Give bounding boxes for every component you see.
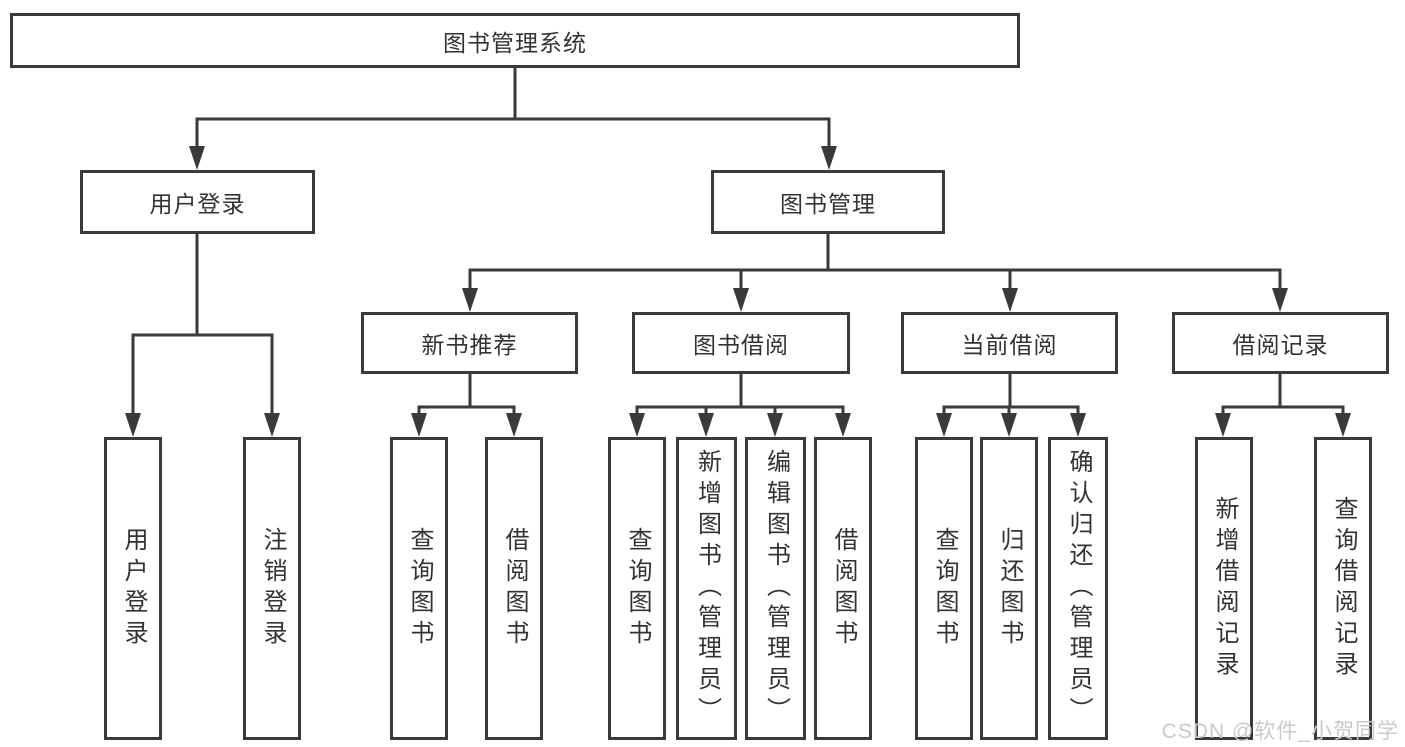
- node-label: 借阅图书: [830, 526, 857, 651]
- csdn-watermark: CSDN @软件_小贺同学: [1161, 720, 1399, 743]
- arrow-down-icon: [733, 288, 749, 312]
- arrow-down-icon: [767, 413, 783, 437]
- leaf-logout: 注销登录: [243, 437, 301, 740]
- node-book-borrowing: 图书借阅: [632, 312, 850, 374]
- node-label: 注销登录: [259, 526, 286, 651]
- node-borrowing-records: 借阅记录: [1172, 312, 1389, 374]
- node-new-book-recommendation: 新书推荐: [361, 312, 578, 374]
- node-label: 新增图书（管理员）: [693, 449, 721, 728]
- arrow-down-icon: [411, 413, 427, 437]
- arrow-down-icon: [1001, 413, 1017, 437]
- leaf-edit-book-admin: 编辑图书（管理员）: [745, 437, 806, 740]
- leaf-query-books-borrow: 查询图书: [608, 437, 666, 740]
- node-label: 查询图书: [931, 526, 958, 651]
- node-label: 用户登录: [120, 526, 147, 651]
- arrow-down-icon: [1070, 413, 1086, 437]
- node-label: 新增借阅记录: [1211, 495, 1238, 682]
- arrow-down-icon: [1215, 413, 1231, 437]
- leaf-return-book: 归还图书: [980, 437, 1038, 740]
- node-label: 图书借阅: [693, 332, 789, 358]
- arrow-down-icon: [1272, 288, 1288, 312]
- arrow-down-icon: [506, 413, 522, 437]
- leaf-query-books-current: 查询图书: [915, 437, 973, 740]
- arrow-down-icon: [698, 413, 714, 437]
- node-library-management-system: 图书管理系统: [10, 13, 1020, 68]
- node-user-login: 用户登录: [80, 170, 315, 234]
- leaf-borrow-books-recommend: 借阅图书: [485, 437, 543, 740]
- node-label: 当前借阅: [961, 332, 1058, 358]
- leaf-add-borrow-record: 新增借阅记录: [1195, 437, 1253, 740]
- leaf-borrow-books: 借阅图书: [814, 437, 872, 740]
- node-label: 图书管理: [780, 191, 876, 217]
- node-book-management: 图书管理: [711, 170, 945, 234]
- arrow-down-icon: [629, 413, 645, 437]
- node-label: 确认归还（管理员）: [1065, 449, 1092, 728]
- node-label: 借阅图书: [501, 526, 528, 651]
- arrow-down-icon: [125, 413, 141, 437]
- node-label: 查询图书: [624, 526, 651, 651]
- leaf-add-book-admin: 新增图书（管理员）: [676, 437, 737, 740]
- leaf-query-borrow-record: 查询借阅记录: [1314, 437, 1372, 740]
- arrow-down-icon: [264, 413, 280, 437]
- node-current-borrowing: 当前借阅: [901, 312, 1118, 374]
- node-label: 图书管理系统: [443, 29, 587, 56]
- node-label: 归还图书: [996, 526, 1023, 651]
- node-label: 查询图书: [406, 526, 433, 651]
- arrow-down-icon: [189, 146, 205, 170]
- arrow-down-icon: [936, 413, 952, 437]
- node-label: 新书推荐: [421, 332, 518, 358]
- node-label: 借阅记录: [1232, 332, 1329, 358]
- arrow-down-icon: [835, 413, 851, 437]
- node-label: 用户登录: [149, 191, 246, 217]
- node-label: 查询借阅记录: [1330, 495, 1357, 682]
- arrow-down-icon: [1002, 288, 1018, 312]
- node-label: 编辑图书（管理员）: [762, 449, 790, 728]
- arrow-down-icon: [821, 146, 837, 170]
- arrow-down-icon: [1335, 413, 1351, 437]
- leaf-user-login: 用户登录: [104, 437, 162, 740]
- leaf-confirm-return-admin: 确认归还（管理员）: [1048, 437, 1108, 740]
- arrow-down-icon: [462, 288, 478, 312]
- leaf-query-books-recommend: 查询图书: [390, 437, 448, 740]
